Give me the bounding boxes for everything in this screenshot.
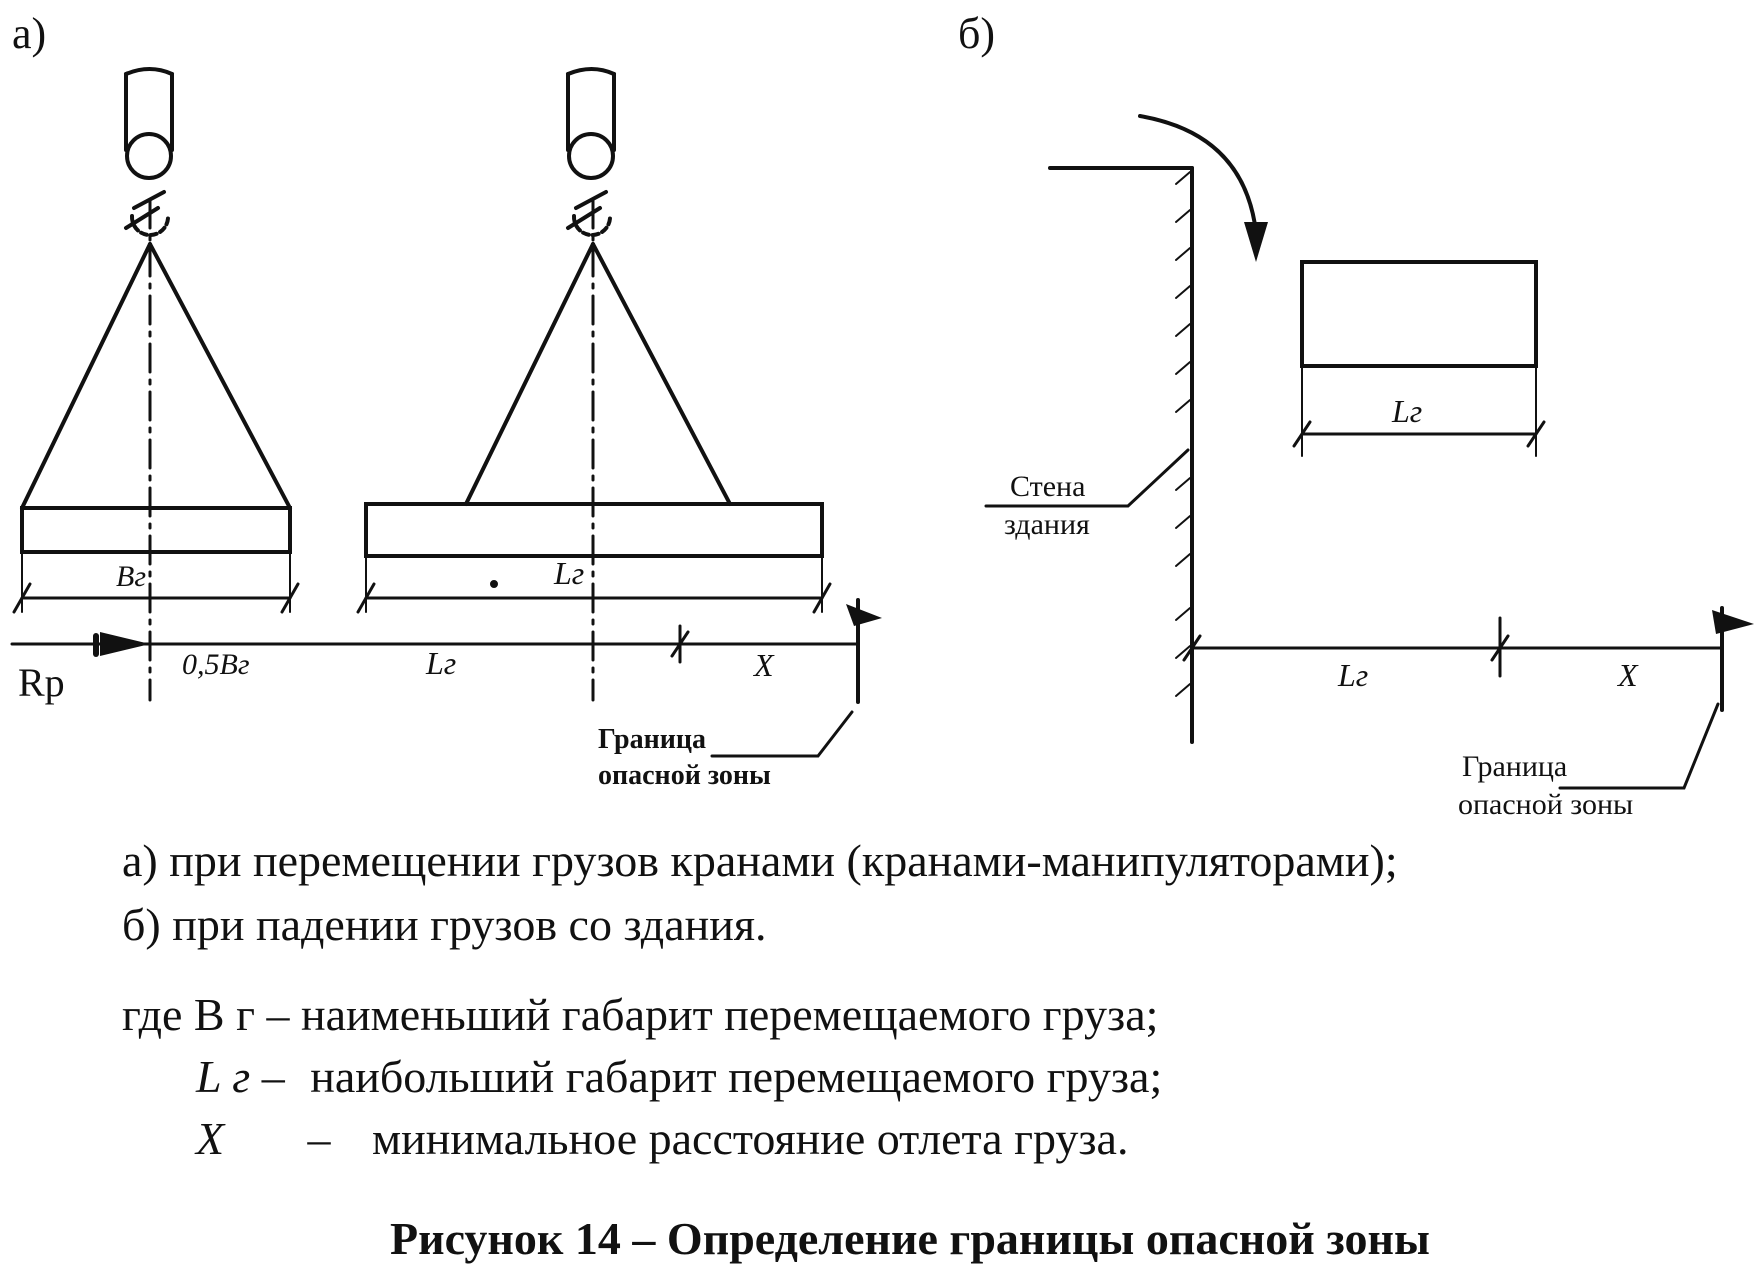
definition-row-2: L г – наибольший габарит перемещаемого г…: [196, 1054, 1396, 1106]
zone-label-b-line2: опасной зоны: [1458, 788, 1633, 821]
flag-icon: [846, 604, 882, 626]
definition-prefix: где: [122, 989, 194, 1040]
definition-text: наименьший габарит перемещаемого груза;: [300, 989, 1159, 1040]
load-1-rect: [20, 506, 292, 554]
label-lg-a: Lг: [425, 645, 456, 681]
wall-hatching: [1175, 171, 1191, 697]
label-half-bg: 0,5Вг: [182, 648, 250, 681]
flag-icon-b: [1712, 610, 1754, 634]
definition-text: минимальное расстояние отлета груза.: [372, 1113, 1129, 1164]
definition-row-1: где В г – наименьший габарит перемещаемо…: [122, 992, 1322, 1044]
sling-left-1: [20, 242, 152, 510]
falling-load-rect: [1300, 260, 1538, 368]
panel-b-letter: б): [958, 9, 995, 58]
crane-hook-2: [566, 67, 616, 238]
definition-text: наибольший габарит перемещаемого груза;: [310, 1051, 1163, 1102]
caption-a: а) при перемещении грузов кранами (крана…: [122, 835, 1398, 886]
definition-row-3: X – минимальное расстояние отлета груза.: [196, 1116, 1396, 1168]
label-rp: Rp: [18, 660, 65, 705]
definition-symbol: L г: [196, 1051, 251, 1102]
label-x-b: X: [1616, 657, 1639, 693]
sling-right-2: [591, 242, 732, 506]
label-lg-load-b: Lг: [1391, 393, 1422, 429]
definition-symbol: В г: [193, 989, 255, 1040]
definition-symbol: X: [196, 1113, 225, 1164]
sling-right-1: [148, 242, 292, 510]
definition-dash: –: [261, 1051, 285, 1102]
figure-title: Рисунок 14 – Определение границы опасной…: [390, 1213, 1430, 1264]
radius-arrow: [100, 632, 150, 656]
zone-label-a-line1: Граница: [598, 724, 706, 755]
fall-arrow: [1138, 114, 1258, 234]
definition-dash: –: [266, 989, 290, 1040]
wall-label-line1: Стена: [1010, 470, 1085, 503]
fall-arrow-head: [1244, 222, 1268, 262]
caption-b: б) при падении грузов со здания.: [122, 899, 767, 950]
definition-dash: –: [307, 1113, 331, 1164]
label-lg-load-a: Lг: [553, 555, 584, 591]
label-lg-b: Lг: [1337, 657, 1368, 693]
sling-left-2: [464, 242, 595, 506]
zone-label-a-line2: опасной зоны: [598, 760, 771, 791]
label-x-a: X: [752, 647, 775, 683]
panel-a-letter: а): [12, 9, 46, 58]
zone-label-b-line1: Граница: [1462, 750, 1567, 783]
label-bg: Вг: [116, 560, 146, 593]
wall-label-line2: здания: [1004, 508, 1090, 541]
